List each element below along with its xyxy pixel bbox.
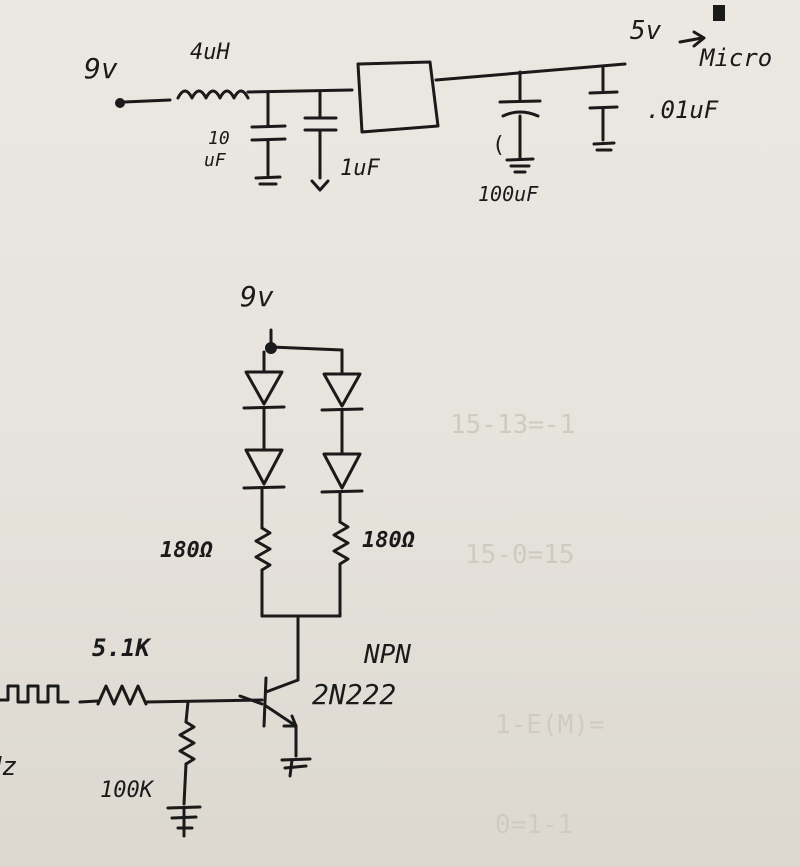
supply-9v-label: 9v bbox=[84, 52, 118, 85]
wire bbox=[246, 88, 354, 94]
wire bbox=[182, 762, 188, 806]
resistor-right-label: 180Ω bbox=[362, 528, 415, 553]
wire bbox=[122, 98, 172, 104]
ghost-text: 15-0=15 bbox=[465, 540, 575, 570]
wire bbox=[434, 62, 627, 82]
npn-transistor-collector bbox=[264, 678, 300, 694]
npn-transistor-base bbox=[262, 676, 268, 728]
transistor-part-label: 2N222 bbox=[312, 678, 397, 711]
cap-100uf-symbol bbox=[501, 110, 540, 118]
micro-label: Micro bbox=[700, 44, 773, 72]
cap-10uf-symbol bbox=[250, 124, 287, 129]
led-diode-bar bbox=[242, 485, 286, 490]
cap-10uf-label-top: 10 bbox=[208, 128, 230, 149]
input-terminal bbox=[115, 98, 125, 108]
resistor-base-label: 5.1K bbox=[92, 634, 150, 662]
square-wave-input bbox=[0, 684, 70, 704]
led-diode bbox=[322, 372, 362, 408]
led-supply-9v-label: 9v bbox=[240, 280, 274, 313]
cap-100uf-label: 100uF bbox=[478, 182, 539, 206]
resistor-5-1k bbox=[96, 684, 148, 706]
output-5v-label: 5v bbox=[630, 16, 662, 46]
arrow-to-micro bbox=[678, 30, 706, 48]
frequency-unit-label: Hz bbox=[0, 752, 18, 782]
cap-100uf-symbol bbox=[498, 99, 542, 104]
cap-10uf-label-bottom: uF bbox=[204, 150, 226, 171]
cap-01uf-symbol bbox=[588, 90, 619, 95]
wire bbox=[184, 700, 190, 724]
power-supply-circuit: ( bbox=[115, 5, 725, 192]
led-driver-circuit bbox=[0, 328, 364, 838]
ground-symbol bbox=[288, 758, 294, 778]
wire bbox=[269, 345, 344, 352]
ground-symbol bbox=[280, 757, 312, 762]
resistor-100k bbox=[178, 720, 196, 766]
resistor-pulldown-label: 100K bbox=[100, 778, 153, 803]
led-diode-bar bbox=[320, 489, 364, 494]
led-diode bbox=[322, 452, 362, 490]
ground-symbol bbox=[592, 141, 616, 146]
led-diode bbox=[244, 448, 284, 486]
npn-transistor-emitter bbox=[264, 704, 298, 728]
polarity-mark: ( bbox=[492, 133, 505, 158]
wire bbox=[144, 698, 264, 704]
resistor-180-right bbox=[332, 520, 350, 566]
ground-symbol bbox=[310, 179, 330, 192]
inductor-symbol bbox=[176, 89, 250, 100]
ink-blot bbox=[713, 5, 725, 21]
ghost-text: 1-E(M)= bbox=[495, 710, 605, 740]
ground-symbol bbox=[283, 764, 308, 770]
resistor-180-left bbox=[254, 526, 272, 572]
inductor-label: 4uH bbox=[190, 40, 230, 65]
voltage-regulator bbox=[356, 60, 440, 134]
transistor-type-label: NPN bbox=[364, 640, 411, 670]
ghost-text: 0=1-1 bbox=[495, 810, 574, 840]
ground-symbol bbox=[505, 157, 535, 162]
ground-symbol bbox=[254, 175, 282, 180]
resistor-left-label: 180Ω bbox=[160, 538, 213, 563]
led-diode bbox=[244, 370, 284, 406]
wire bbox=[78, 699, 100, 704]
wire bbox=[238, 694, 264, 706]
cap-1uf-label: 1uF bbox=[340, 156, 380, 181]
cap-01uf-label: .01uF bbox=[646, 96, 719, 124]
ghost-text: 15-13=-1 bbox=[450, 410, 576, 440]
